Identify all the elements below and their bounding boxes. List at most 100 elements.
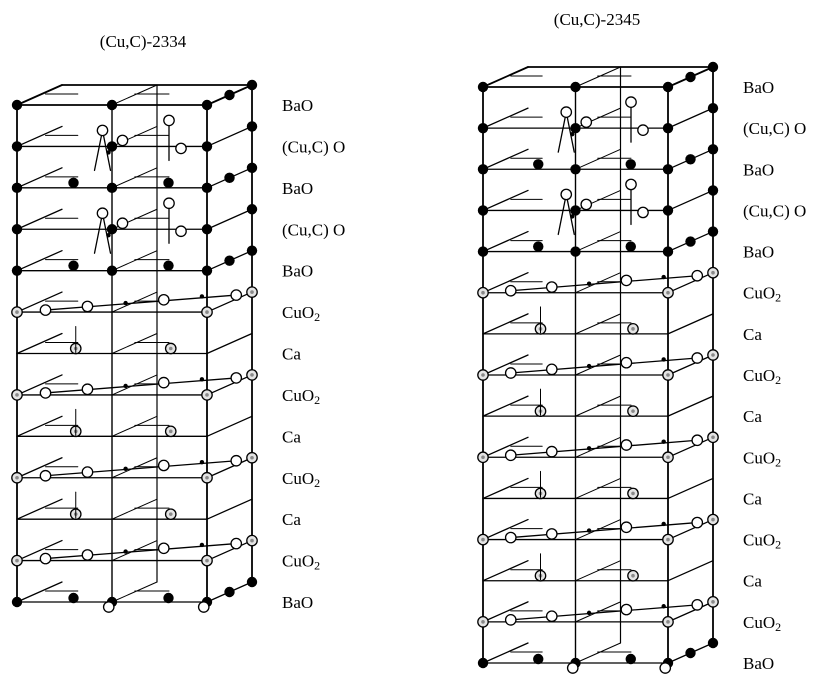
ba-atom — [246, 245, 258, 256]
oxygen-atom — [157, 293, 170, 306]
layer-side-edge — [206, 539, 253, 562]
oxygen-atom — [620, 274, 633, 287]
layer-side-edge — [667, 436, 714, 458]
ba-atom — [477, 205, 489, 216]
layer-side-edge — [16, 498, 63, 520]
layer-inner-edge — [111, 581, 158, 603]
layer-side-edge — [482, 66, 529, 88]
layer-label: CuO2 — [282, 303, 320, 324]
ba-atom — [68, 592, 79, 604]
ca-atom-core — [481, 455, 485, 460]
oxygen-atom — [116, 217, 129, 230]
ba-atom — [707, 144, 719, 155]
layer-label: BaO — [282, 179, 313, 198]
ca-atom-core — [631, 491, 635, 496]
oxygen-atom — [157, 376, 170, 389]
ca-atom-core — [711, 435, 715, 440]
oxygen-atom — [625, 178, 637, 191]
oxygen-atom — [230, 372, 243, 384]
layer-side-edge — [667, 107, 714, 129]
ba-atom — [11, 99, 23, 111]
layer-label: Ca — [282, 345, 301, 364]
layer-side-edge — [482, 601, 529, 623]
oxygen-atom — [175, 225, 187, 238]
layer-label: BaO — [743, 654, 774, 673]
oxygen-atom — [545, 528, 558, 540]
ba-atom — [224, 89, 235, 101]
structure-title-2345: (Cu,C)-2345 — [554, 10, 640, 29]
oxygen-atom — [580, 198, 593, 211]
layer-inner-edge — [111, 498, 158, 520]
ba-atom — [201, 141, 213, 152]
ca-atom-core — [205, 558, 209, 563]
oxygen-atom — [620, 356, 633, 369]
layer-label: Ca — [743, 489, 762, 508]
cuo2-bond — [510, 604, 698, 621]
cu-atom — [661, 274, 666, 280]
layer-side-edge — [16, 539, 63, 562]
oxygen-atom — [157, 542, 170, 555]
layer-side-edge — [16, 250, 63, 272]
layer-side-edge — [482, 395, 529, 417]
oxygen-atom — [659, 662, 672, 674]
ba-atom — [707, 185, 719, 196]
ca-atom-core — [711, 353, 715, 357]
ca-atom-core — [666, 620, 670, 624]
layer-side-edge — [16, 332, 63, 355]
oxygen-atom — [691, 269, 704, 282]
oxygen-atom — [691, 516, 704, 529]
oxygen-atom — [96, 124, 109, 137]
layer-side-edge — [482, 107, 529, 129]
layer-side-edge — [206, 457, 253, 479]
cu-atom — [586, 446, 592, 451]
ba-atom — [570, 164, 581, 175]
ba-atom — [163, 260, 174, 271]
ca-atom-core — [15, 558, 19, 563]
cuo2-bond — [44, 542, 237, 560]
ca-atom-core — [168, 512, 173, 516]
layer-label: BaO — [282, 96, 313, 115]
layer-label: BaO — [282, 262, 313, 281]
layer-label: CuO2 — [282, 386, 320, 407]
layer-label: BaO — [743, 78, 774, 97]
oxygen-atom — [81, 300, 94, 313]
ba-atom — [477, 246, 489, 257]
oxygen-atom — [620, 439, 633, 451]
layer-side-edge — [482, 642, 529, 664]
oxygen-atom — [545, 610, 558, 623]
ba-atom — [106, 224, 118, 235]
ba-atom — [570, 246, 581, 257]
ca-atom-core — [666, 373, 670, 377]
layer-inner-edge — [575, 354, 621, 376]
layer-side-edge — [16, 415, 63, 437]
oxygen-atom — [691, 352, 704, 364]
ba-atom — [201, 265, 213, 276]
cu-atom — [586, 363, 592, 369]
layer-label: Ca — [743, 407, 762, 426]
ba-atom — [570, 205, 581, 216]
ba-atom — [201, 182, 213, 194]
layer-inner-edge — [575, 66, 621, 88]
cu-atom — [586, 610, 592, 616]
layer-side-edge — [16, 457, 63, 479]
layer-label: CuO2 — [743, 366, 781, 387]
cu-atom — [106, 233, 111, 238]
ca-atom-core — [631, 573, 635, 578]
oxygen-atom — [230, 289, 243, 301]
ba-atom — [11, 596, 23, 608]
ba-atom — [477, 122, 489, 134]
layer-inner-edge — [111, 540, 158, 562]
cuo2-bond — [510, 439, 698, 456]
cu-atom — [106, 150, 111, 155]
oxygen-atom — [504, 531, 517, 544]
layer-side-edge — [16, 84, 63, 106]
ca-atom-core — [711, 600, 715, 604]
cuc-bond — [557, 193, 567, 236]
layer-inner-edge — [111, 333, 158, 354]
ba-atom — [246, 162, 258, 174]
ba-atom — [533, 653, 544, 665]
oxygen-atom — [637, 124, 649, 136]
layer-inner-edge — [111, 250, 158, 272]
cu-atom — [570, 131, 575, 137]
ba-atom — [625, 159, 636, 170]
